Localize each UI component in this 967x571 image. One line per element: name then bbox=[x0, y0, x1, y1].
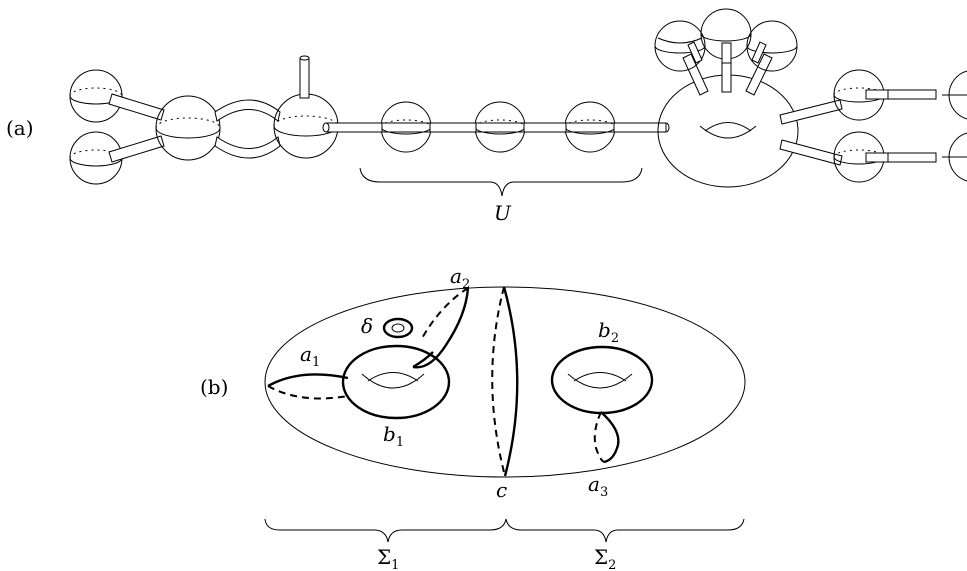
curve-b1 bbox=[341, 344, 451, 420]
curve-c-hidden bbox=[491, 286, 506, 477]
tube-left-top bbox=[108, 93, 165, 121]
curve-a2-hidden bbox=[420, 287, 469, 341]
panel-b: (b) bbox=[200, 264, 746, 571]
surface-outline bbox=[264, 286, 746, 478]
label-sigma1: Σ1 bbox=[377, 545, 399, 571]
label-a2: a2 bbox=[450, 264, 470, 292]
curve-b2 bbox=[550, 345, 654, 415]
curve-a1-solid bbox=[267, 373, 349, 388]
handle-right bbox=[567, 372, 633, 389]
brace-sigma2 bbox=[505, 518, 745, 543]
panel-a-label: (a) bbox=[6, 116, 34, 140]
curve-a2-hook bbox=[412, 351, 434, 369]
brace-u bbox=[359, 167, 643, 197]
tube-chain-u bbox=[322, 101, 670, 153]
label-sigma2: Σ2 bbox=[594, 545, 616, 571]
label-a1: a1 bbox=[300, 342, 320, 370]
label-delta: δ bbox=[361, 314, 373, 338]
label-b1: b1 bbox=[383, 422, 404, 450]
tube-left-bottom bbox=[108, 135, 165, 163]
curve-a3-solid bbox=[600, 411, 620, 464]
curve-delta bbox=[382, 317, 414, 339]
label-c: c bbox=[496, 478, 507, 502]
curve-c-solid bbox=[502, 286, 519, 477]
sphere-cluster-left bbox=[155, 55, 339, 161]
spheres-top-right bbox=[654, 8, 798, 72]
label-b2: b2 bbox=[598, 318, 619, 346]
curve-a3-hidden bbox=[593, 411, 605, 463]
curve-a1-hidden bbox=[267, 385, 349, 400]
tube-chains-right bbox=[779, 69, 967, 183]
panel-a: (a) bbox=[6, 8, 967, 225]
region-u-label: U bbox=[494, 201, 512, 225]
panel-b-label: (b) bbox=[200, 375, 228, 399]
label-a3: a3 bbox=[588, 472, 608, 500]
curve-a2-solid bbox=[412, 287, 470, 369]
brace-sigma1 bbox=[264, 518, 507, 543]
torus-right bbox=[657, 45, 799, 188]
handle-left bbox=[361, 372, 425, 389]
